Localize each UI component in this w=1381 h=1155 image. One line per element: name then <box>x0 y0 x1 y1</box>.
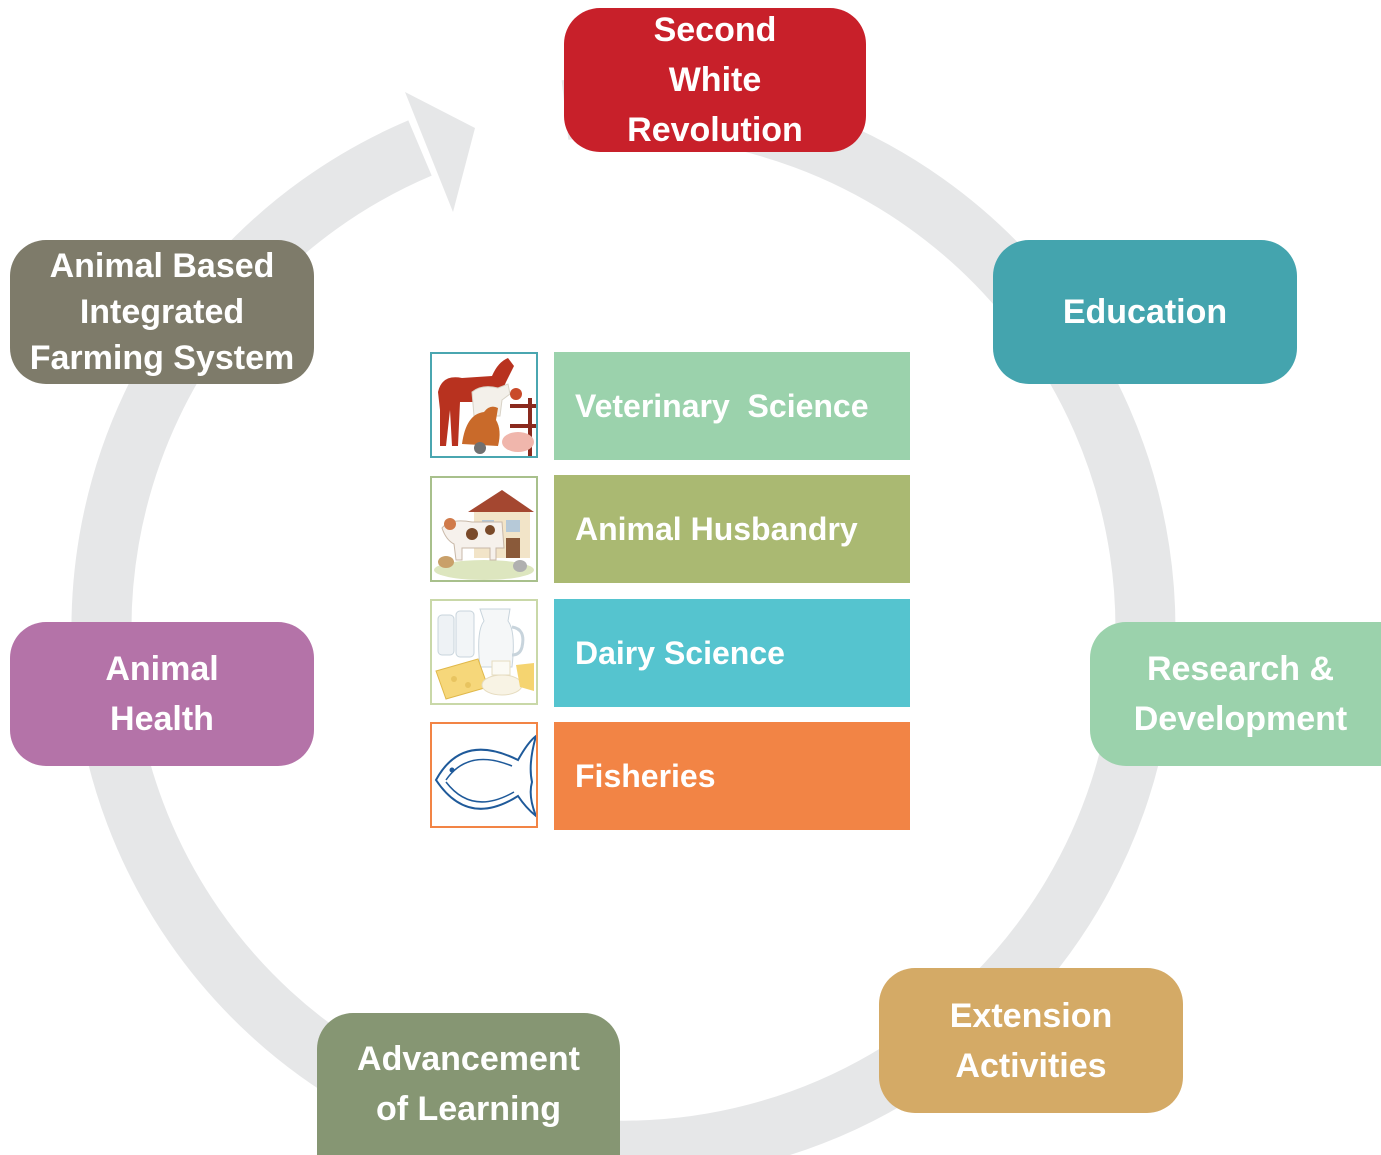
node-label-line: Second <box>653 11 777 49</box>
node-label-line: Integrated <box>79 293 245 331</box>
node-label-line: Advancement <box>357 1040 580 1078</box>
discipline-fisheries: Fisheries <box>554 722 910 830</box>
node-label-line: Education <box>1062 293 1228 331</box>
node-advancement-of-learning: Advancement of Learning <box>317 1013 620 1155</box>
discipline-dairy-science: Dairy Science <box>554 599 910 707</box>
node-label-line: of Learning <box>375 1090 562 1128</box>
node-label-line: Farming System <box>29 339 295 377</box>
discipline-veterinary-science: Veterinary Science <box>554 352 910 460</box>
node-label-line: Research & <box>1146 650 1335 688</box>
node-education: Education <box>993 240 1297 384</box>
fish-icon <box>430 722 538 828</box>
cycle-arrowhead <box>405 92 475 212</box>
node-label-line: Development <box>1133 700 1348 738</box>
node-second-white-revolution: Second White Revolution <box>564 8 866 152</box>
node-label-line: Revolution <box>627 111 803 149</box>
farm-animals-icon <box>430 352 538 458</box>
dairy-products-icon <box>430 599 538 705</box>
node-label-line: Animal Based <box>49 247 275 285</box>
node-label-line: White <box>668 61 762 99</box>
node-animal-health: Animal Health <box>10 622 314 766</box>
node-extension-activities: Extension Activities <box>879 968 1183 1113</box>
farmhouse-animals-icon <box>430 476 538 582</box>
node-animal-based-integrated-farming: Animal Based Integrated Farming System <box>10 240 314 384</box>
node-label-line: Extension <box>949 996 1113 1035</box>
node-label-line: Animal <box>105 650 219 688</box>
node-research-development: Research & Development <box>1090 622 1381 766</box>
discipline-animal-husbandry: Animal Husbandry <box>554 475 910 583</box>
node-label-line: Health <box>110 700 214 738</box>
node-label-line: Activities <box>955 1046 1107 1085</box>
